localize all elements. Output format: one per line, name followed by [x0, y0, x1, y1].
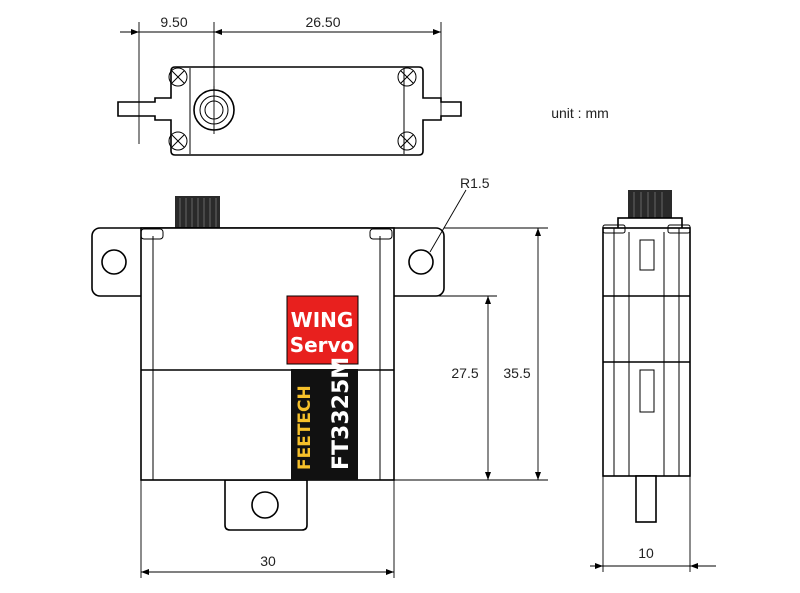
dim-top-right: 26.50 [305, 14, 340, 30]
side-view: 10 [590, 190, 716, 572]
dim-width-front: 30 [260, 553, 276, 569]
screw-icon [397, 131, 417, 151]
wing-servo-sticker [286, 295, 359, 365]
model-sticker [291, 369, 358, 480]
front-view: WING Servo FEETECH FT3325M R1.5 27.5 35.… [91, 175, 548, 578]
dim-height-total: 35.5 [503, 365, 530, 381]
unit-note: unit : mm [551, 105, 609, 121]
screw-icon [168, 67, 188, 87]
side-case [602, 227, 691, 477]
dim-top-left: 9.50 [160, 14, 187, 30]
sticker-wing-text: WING [291, 308, 354, 332]
mount-hole-right [408, 249, 434, 275]
model-number-text: FT3325M [329, 357, 354, 470]
sticker-servo-text: Servo [290, 333, 355, 357]
dim-radius: R1.5 [460, 175, 490, 191]
screw-icon [397, 67, 417, 87]
dim-width-side: 10 [638, 545, 654, 561]
screw-icon [168, 131, 188, 151]
bottom-tab [224, 479, 308, 531]
side-spline-icon [628, 190, 672, 220]
brand-logo-text: FEETECH [295, 385, 315, 470]
mount-hole-left [101, 249, 127, 275]
output-shaft-icon [193, 86, 235, 134]
dim-height-lower: 27.5 [451, 365, 478, 381]
top-view: 9.50 26.50 unit : mm [117, 14, 609, 156]
